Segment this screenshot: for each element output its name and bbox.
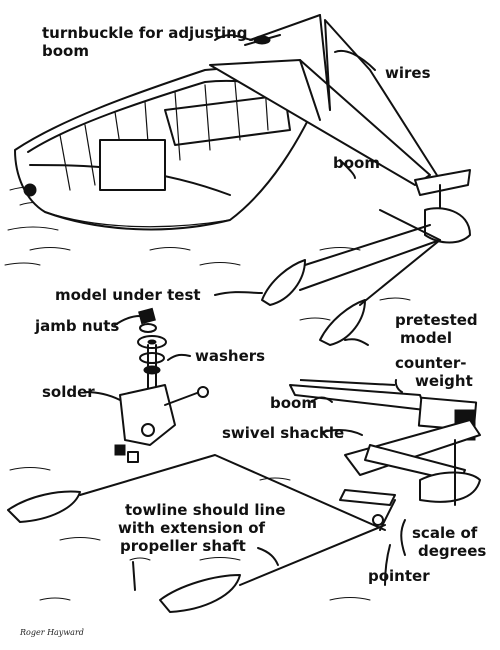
hardware-detail [114, 307, 209, 463]
label-scale-of: scale of [412, 524, 478, 542]
water-hatching [4, 186, 461, 601]
label-counterweight-weight: weight [415, 372, 473, 390]
label-towline-2: with extension of [118, 519, 266, 537]
dinghy-box [99, 139, 166, 191]
leader-lines [84, 34, 406, 591]
label-counterweight: counter- [395, 354, 467, 372]
pretested-model [319, 299, 366, 346]
label-washers: washers [195, 347, 266, 365]
label-turnbuckle-boom: boom [42, 42, 89, 60]
label-pretested: pretested [395, 311, 478, 329]
towed-model-left [7, 490, 81, 523]
label-solder: solder [42, 383, 95, 401]
boom-lower-assembly [289, 379, 481, 531]
artist-signature: Roger Hayward [20, 628, 84, 637]
label-jamb-nuts: jamb nuts [35, 317, 120, 335]
towed-model-bottom [159, 574, 241, 613]
model-under-test [261, 259, 306, 306]
label-towline-3: propeller shaft [120, 537, 246, 555]
label-turnbuckle: turnbuckle for adjusting [42, 24, 248, 42]
label-boom-top: boom [333, 154, 380, 172]
label-wires: wires [385, 64, 431, 82]
label-towline-1: towline should line [125, 501, 286, 519]
label-pointer: pointer [368, 567, 430, 585]
boom-top-rig [209, 14, 471, 291]
label-swivel-shackle: swivel shackle [222, 424, 345, 442]
turnbuckle [244, 34, 281, 46]
label-degrees: degrees [418, 542, 487, 560]
label-model-under-test: model under test [55, 286, 201, 304]
label-boom-lower: boom [270, 394, 317, 412]
label-pretested-model: model [400, 329, 452, 347]
